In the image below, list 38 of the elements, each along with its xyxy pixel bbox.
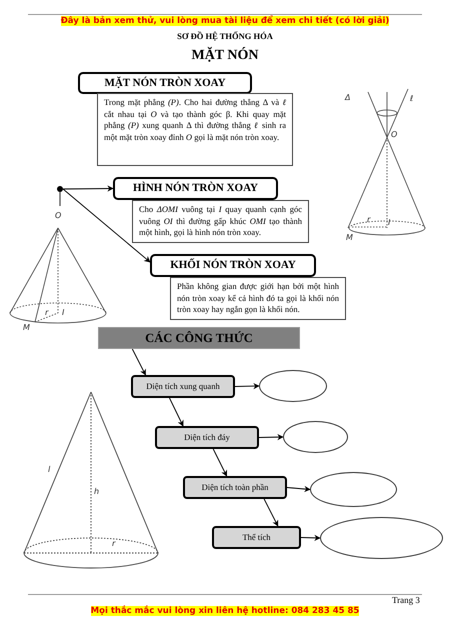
formula-box: Diện tích đáy [155,426,259,449]
point-label: M [23,323,30,332]
subtitle: SƠ ĐỒ HỆ THỐNG HÓA [177,31,273,41]
slant-label: l [48,465,50,474]
arrow [62,185,114,192]
radius-label: r [45,308,48,317]
arrow [234,382,260,390]
formula-box: Diện tích xung quanh [131,375,235,398]
arrow [264,498,278,527]
heading-box: KHỐI NÓN TRÒN XOAY [150,254,316,277]
arrow [212,448,228,477]
text-box: Phần không gian được giới hạn bởi một hình nón tròn xoay kể cả hình đó ta gọi là khối nón tròn xoay hay ngắn gọn là khối nón. [170,277,346,320]
text-box: Trong mặt phẳng (P). Cho hai đường thẳng Δ và ℓ cắt nhau tại O và tạo thành góc β. Khi quay mặt phẳng (P) xung quanh Δ thì đường thẳng ℓ sinh ra một mặt tròn xoay đỉnh O gọi là mặt nón tròn xoay. [97,93,293,166]
arrow [258,434,284,440]
heading-box: HÌNH NÓN TRÒN XOAY [113,177,278,200]
point-label: I [62,308,64,317]
line-label: ℓ [410,94,414,103]
radius-label: r [367,215,370,224]
heading-box: MẶT NÓN TRÒN XOAY [78,72,252,94]
arrow [286,486,311,492]
point-label: I [388,218,390,227]
apex-label: O [391,130,398,139]
arrow [62,188,150,262]
height-label: h [94,487,100,496]
arrow [300,534,321,541]
axis-label: Δ [345,93,350,102]
arrow [132,348,146,376]
radius-label: r [112,539,116,548]
hotline-text: Mọi thắc mắc vui lòng xin liên hệ hotline: 084 283 45 85 [90,606,360,616]
point-label: M [346,233,353,242]
arrow [169,398,184,427]
formula-box: Thể tích [212,526,301,549]
title: MẶT NÓN [190,46,260,65]
formula-box: Diện tích toàn phần [183,476,287,499]
text-box: Cho ΔOMI vuông tại I quay quanh cạnh góc vuông OI thì đường gấp khúc OMI tạo thành một hình, gọi là hình nón tròn xoay. [132,200,309,242]
page-number: Trang 3 [392,595,420,605]
apex-label: O [55,211,62,220]
section-banner: CÁC CÔNG THỨC [98,327,300,349]
